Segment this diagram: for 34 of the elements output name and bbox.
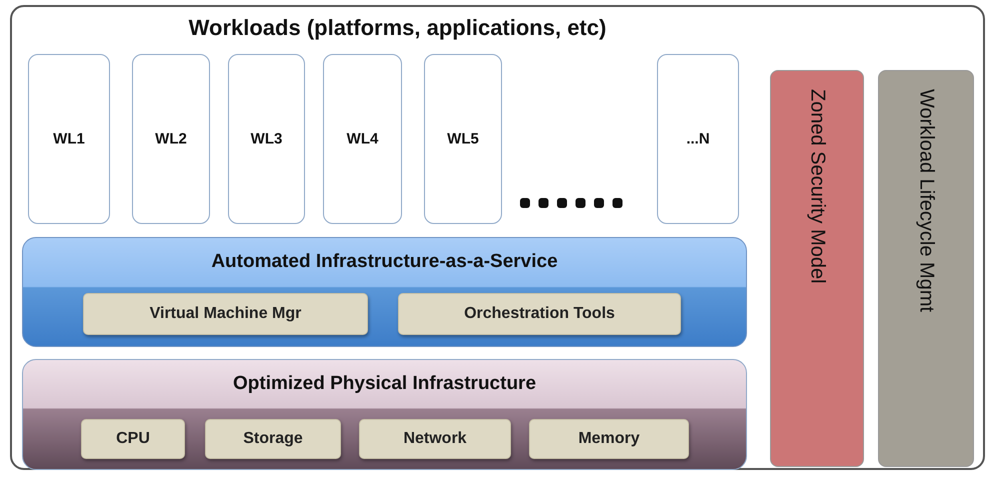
component-box <box>81 419 185 459</box>
workload-box <box>424 54 502 224</box>
box-label: WL1 <box>52 130 86 148</box>
band-title: Optimized Physical Infrastructure <box>232 373 538 395</box>
component-box <box>205 419 341 459</box>
workload-box <box>657 54 739 224</box>
workload-box <box>28 54 110 224</box>
box-label: ...N <box>685 130 711 148</box>
side-bar <box>878 70 974 467</box>
component-box <box>398 293 681 335</box>
layer-band <box>22 237 747 347</box>
box-label: WL2 <box>154 130 188 148</box>
box-label: Virtual Machine Mgr <box>148 305 302 323</box>
workloads-panel <box>10 5 985 470</box>
box-label: Orchestration Tools <box>463 305 616 323</box>
workload-box <box>132 54 210 224</box>
box-label: WL4 <box>346 130 380 148</box>
panel-title: Workloads (platforms, applications, etc) <box>188 15 608 41</box>
component-box <box>359 419 511 459</box>
workload-box <box>228 54 305 224</box>
box-label: Zoned Security Model <box>806 89 828 284</box>
box-label: WL3 <box>250 130 284 148</box>
band-title: Automated Infrastructure-as-a-Service <box>210 251 559 273</box>
component-box <box>83 293 368 335</box>
box-label: Memory <box>577 430 641 448</box>
box-label: Storage <box>242 430 304 448</box>
box-label: CPU <box>115 430 151 448</box>
side-bar <box>770 70 864 467</box>
box-label: Workload Lifecycle Mgmt <box>914 89 938 312</box>
layer-band <box>22 359 747 470</box>
box-label: Network <box>402 430 468 448</box>
component-box <box>529 419 689 459</box>
box-label: WL5 <box>446 130 480 148</box>
workload-box <box>323 54 402 224</box>
